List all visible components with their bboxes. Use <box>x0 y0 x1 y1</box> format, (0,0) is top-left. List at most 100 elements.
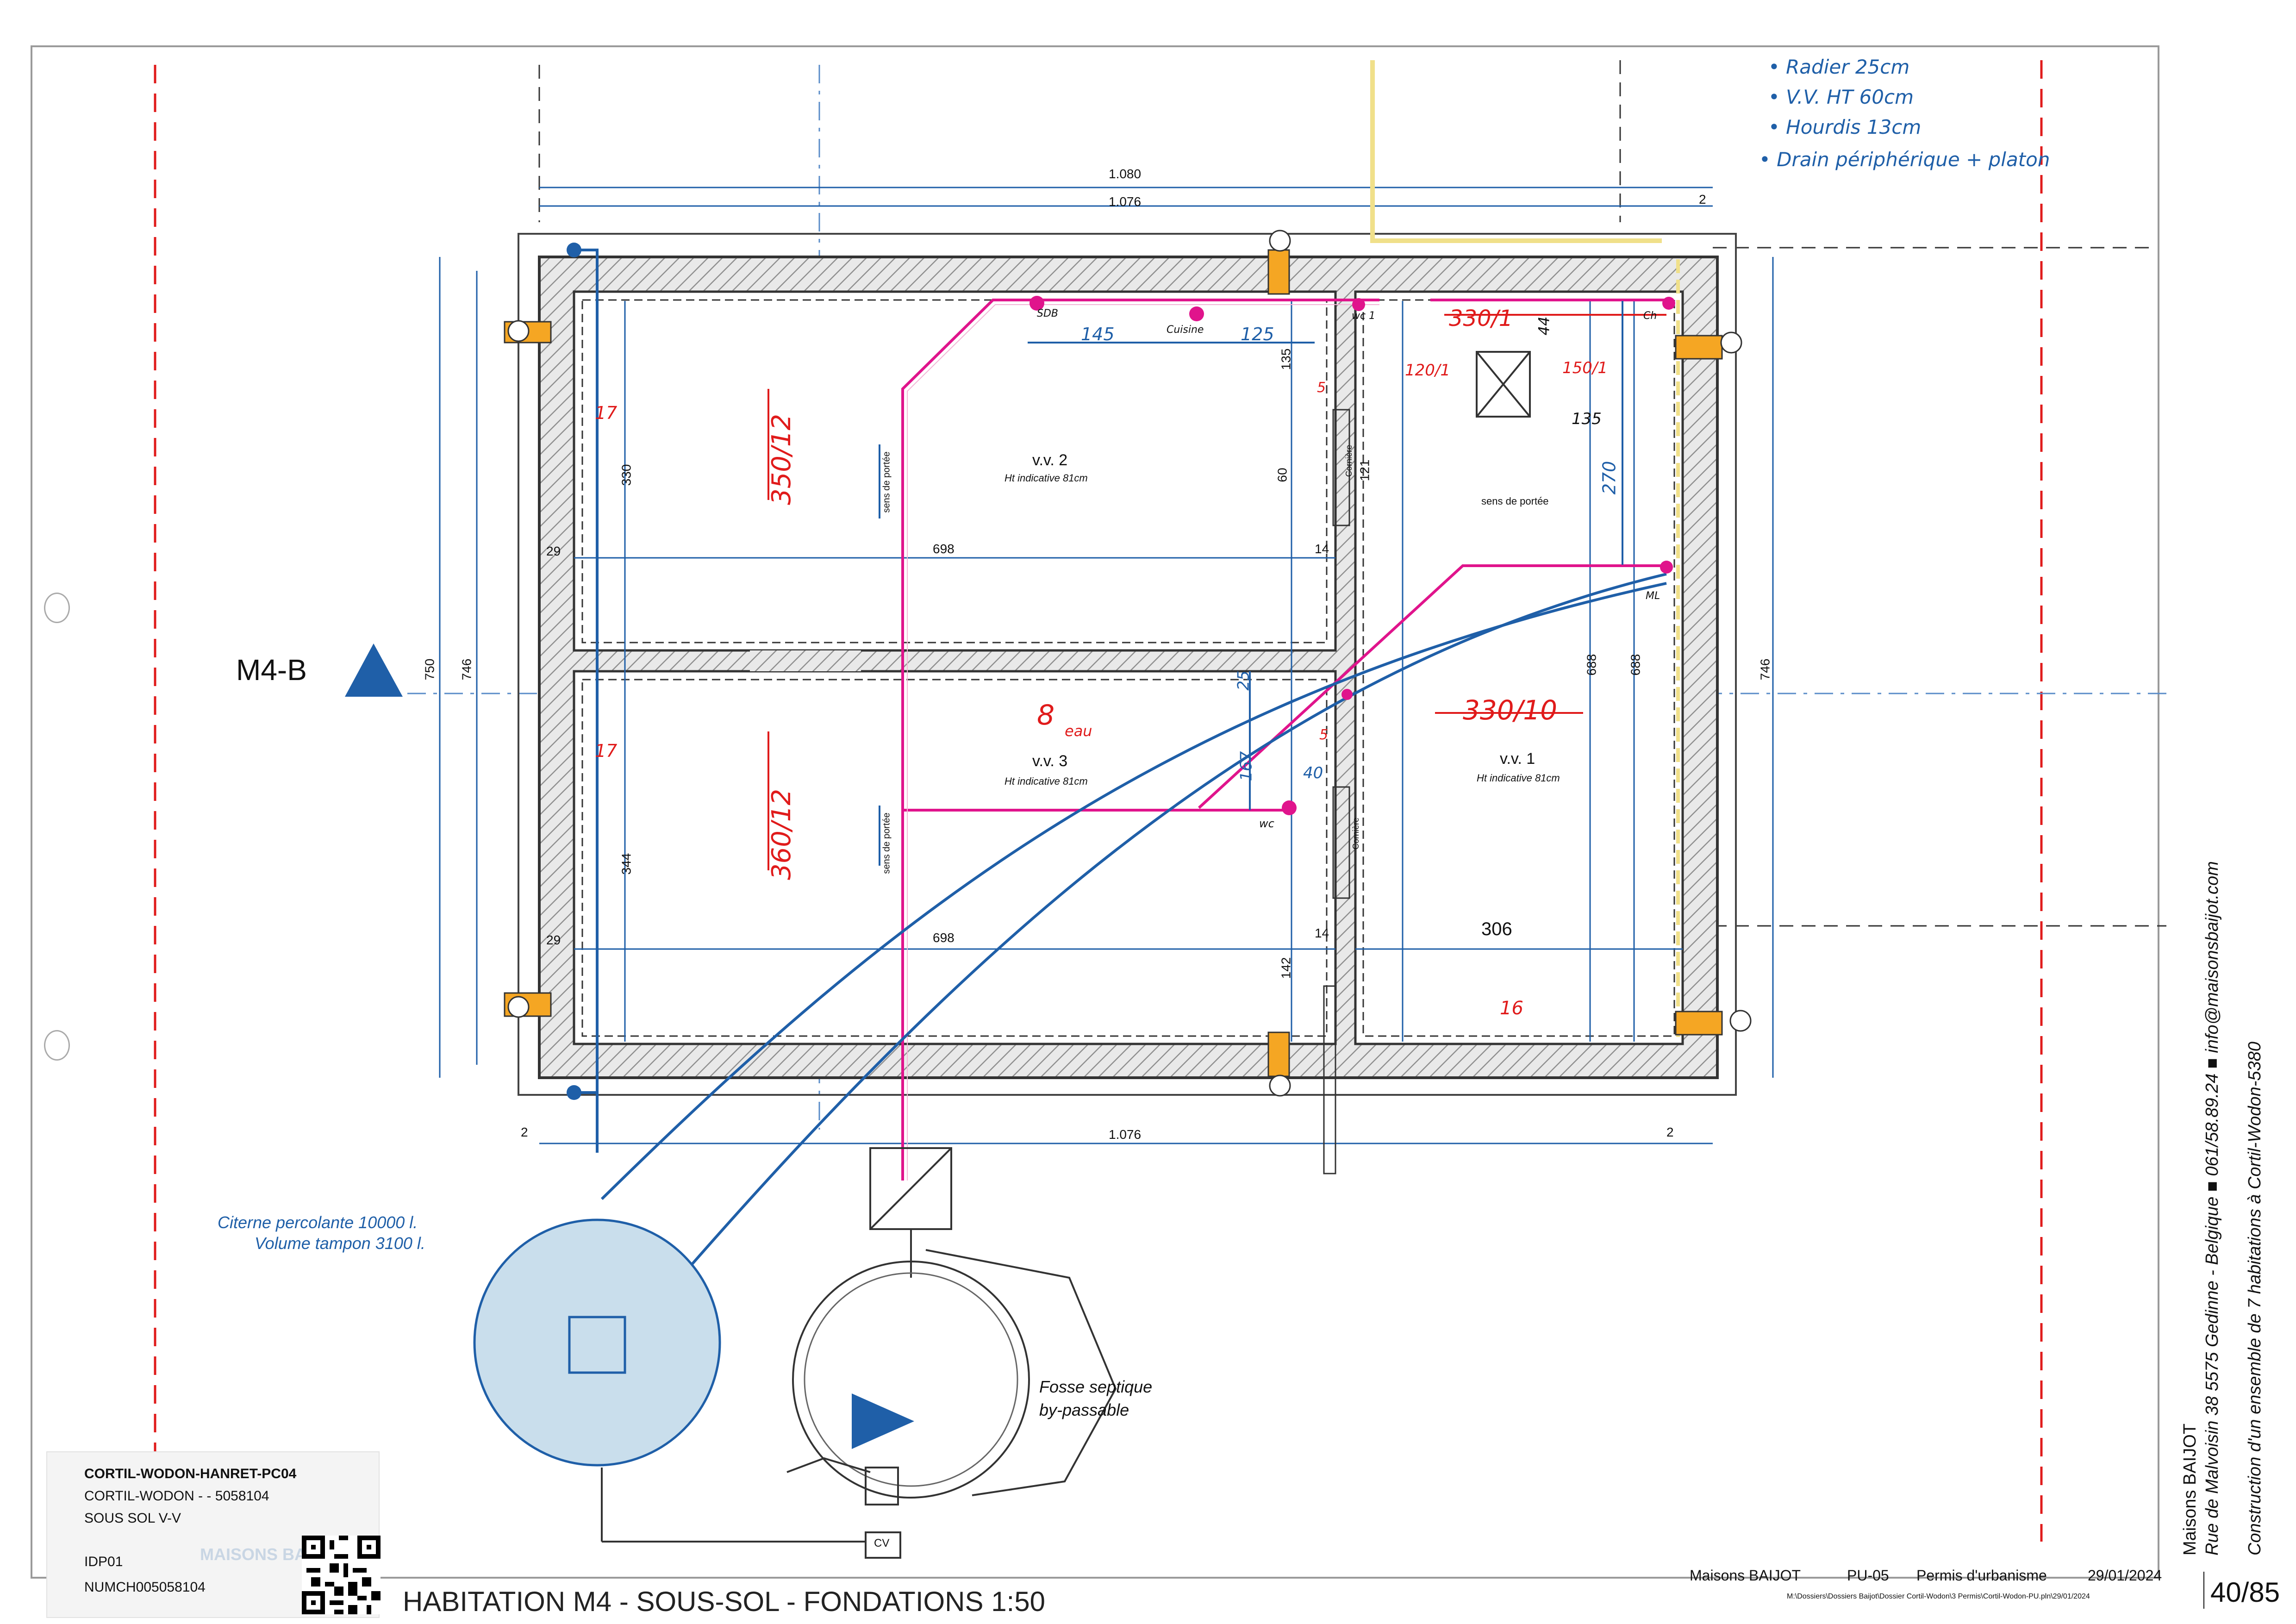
dim-330: 330 <box>619 464 634 486</box>
drain-pipe <box>1370 60 1662 243</box>
section-marker-label: M4-B <box>236 653 307 687</box>
blue-note-167: 167 <box>1237 751 1256 781</box>
dim-two-bottom: 2 <box>1666 1125 1674 1139</box>
rainwater-pipes <box>574 249 1667 1397</box>
citerne-line-2: Volume tampon 3100 l. <box>255 1234 425 1253</box>
pipe-label-ml: ML <box>1646 590 1660 602</box>
room-vv3-sub: Ht indicative 81cm <box>1004 775 1088 787</box>
sidebar-address: Rue de Malvoisin 38 5575 Gedinne - Belgi… <box>2202 861 2222 1555</box>
red-note-room2: 350/12 <box>767 413 797 506</box>
dim-746-right: 746 <box>1758 658 1772 681</box>
handnote-1: • Radier 25cm <box>1768 56 1910 78</box>
fosse-line-2: by-passable <box>1039 1400 1129 1419</box>
column-markers <box>504 249 1723 1077</box>
pipe-label-wc: wc <box>1259 817 1274 830</box>
dim-688b: 688 <box>1628 654 1643 676</box>
room-vv3-label: v.v. 3 <box>1032 752 1068 770</box>
dim-14a: 14 <box>1315 542 1329 556</box>
red-note-top-right: 330/1 <box>1449 306 1513 331</box>
info-permit: Permis d'urbanisme <box>1916 1567 2047 1584</box>
sewer-pipes-inner <box>907 304 1379 1181</box>
sidebar-project: Construction d'un ensemble de 7 habitati… <box>2245 1042 2265 1555</box>
blue-note-145: 145 <box>1081 324 1115 344</box>
dim-698b: 698 <box>933 931 955 945</box>
corniere-strips <box>1332 409 1350 899</box>
red-note-room1: 330/10 <box>1463 694 1558 726</box>
pipe-connections <box>1029 296 1675 815</box>
sheet-title: HABITATION M4 - SOUS-SOL - FONDATIONS 1:… <box>403 1586 1045 1617</box>
qr-code <box>302 1536 381 1614</box>
dimension-lines <box>439 187 1774 1144</box>
binder-hole-1 <box>44 593 70 623</box>
page-divider <box>2203 1572 2204 1609</box>
blue-note-135: 135 <box>1572 410 1602 428</box>
sheet-frame <box>31 45 2159 1579</box>
pipe-label-cv: CV <box>874 1537 890 1549</box>
span-note-1: sens de portée <box>881 451 892 513</box>
citerne-tank <box>473 1218 721 1467</box>
label-stamp: CORTIL-WODON-HANRET-PC04 CORTIL-WODON - … <box>46 1451 381 1618</box>
dim-698a: 698 <box>933 542 955 556</box>
room-vv1-sub: Ht indicative 81cm <box>1477 772 1560 784</box>
red-arrows <box>767 314 1666 870</box>
dim-746: 746 <box>459 658 474 681</box>
red-note-right-small: 150/1 <box>1562 359 1608 377</box>
span-note-3: sens de portée <box>1481 495 1549 507</box>
blue-note-125: 125 <box>1241 324 1274 344</box>
red-note-room3: 360/12 <box>767 788 797 881</box>
pipe-label-sdb: SDB <box>1037 308 1058 319</box>
info-code: PU-05 <box>1847 1567 1889 1584</box>
red-note-eau: eau <box>1065 722 1092 740</box>
drain-outlet <box>1323 985 1336 1174</box>
pipe-label-cuisine: Cuisine <box>1167 324 1204 336</box>
dim-688a: 688 <box>1584 654 1599 676</box>
red-note-17a: 17 <box>595 403 618 423</box>
dim-29a: 29 <box>546 544 561 558</box>
info-date: 29/01/2024 <box>2088 1567 2162 1584</box>
corniere-1: Cornière <box>1344 444 1354 477</box>
binder-hole-2 <box>44 1030 70 1061</box>
pipe-label-ch: Ch <box>1643 310 1657 322</box>
section-marker-triangle <box>345 643 403 697</box>
stamp-line-4: IDP01 <box>84 1554 123 1569</box>
blue-arrows <box>879 301 1623 866</box>
sidebar-company: Maisons BAIJOT <box>2180 1423 2200 1555</box>
red-note-s1: 5 <box>1317 380 1326 396</box>
room-vv1-label: v.v. 1 <box>1500 750 1535 768</box>
red-note-17b: 17 <box>595 741 618 761</box>
red-note-n8: 8 <box>1037 699 1055 731</box>
red-note-s2: 5 <box>1319 727 1329 743</box>
page-number: 40/85 <box>2210 1577 2280 1608</box>
stamp-line-2: CORTIL-WODON - - 5058104 <box>84 1488 269 1504</box>
dim-344: 344 <box>619 853 634 875</box>
septic-tank <box>601 1147 1117 1559</box>
section-arrow-septic <box>852 1393 914 1449</box>
red-axis-lines <box>154 60 2043 1542</box>
stamp-line-5: NUMCH005058104 <box>84 1580 206 1595</box>
sewer-pipes <box>901 299 1666 1181</box>
dim-29b: 29 <box>546 933 561 947</box>
blue-note-44: 44 <box>1535 316 1553 336</box>
handnote-3: • Hourdis 13cm <box>1768 116 1922 138</box>
dim-60: 60 <box>1275 468 1290 482</box>
dim-total-top-1: 1.080 <box>1109 167 1142 181</box>
fosse-line-1: Fosse septique <box>1039 1377 1153 1396</box>
stamp-line-1: CORTIL-WODON-HANRET-PC04 <box>84 1466 297 1481</box>
axis-guides <box>538 60 2166 927</box>
red-note-16: 16 <box>1500 998 1523 1019</box>
vent-shaft <box>1476 351 1531 418</box>
blue-note-40: 40 <box>1303 764 1323 782</box>
blue-note-270: 270 <box>1599 461 1620 495</box>
citerne-line-1: Citerne percolante 10000 l. <box>218 1213 418 1232</box>
handnote-4: • Drain périphérique + platon <box>1759 148 2050 171</box>
dim-14b: 14 <box>1315 926 1329 940</box>
room-vv2-sub: Ht indicative 81cm <box>1004 472 1088 484</box>
dim-two-top: 2 <box>1699 192 1706 206</box>
dim-306: 306 <box>1481 919 1512 939</box>
dim-142: 142 <box>1279 957 1293 979</box>
info-company: Maisons BAIJOT <box>1690 1567 1801 1584</box>
blue-note-25: 25 <box>1234 670 1253 691</box>
room-vv2-label: v.v. 2 <box>1032 451 1068 469</box>
dim-total-top-2: 1.076 <box>1109 194 1142 209</box>
